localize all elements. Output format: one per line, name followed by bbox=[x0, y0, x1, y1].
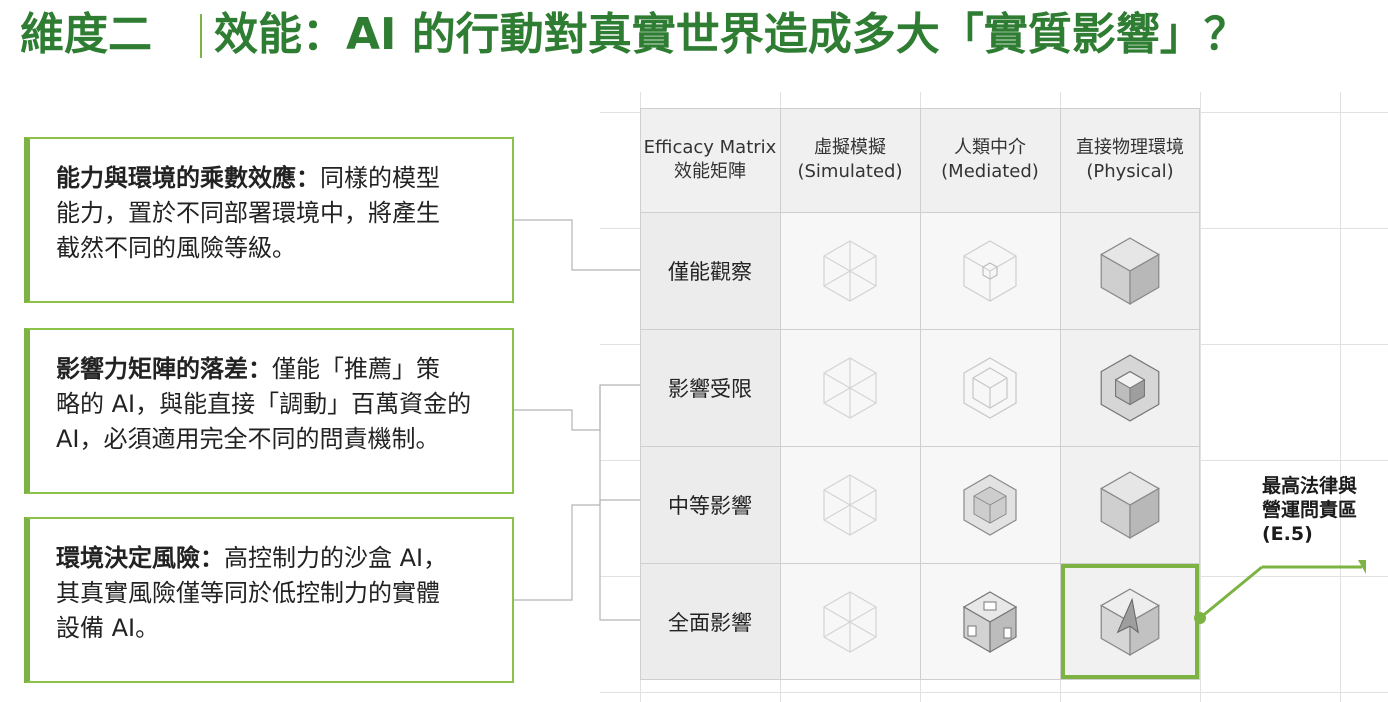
matrix-cell bbox=[780, 446, 920, 563]
column-line2: (Physical) bbox=[1086, 161, 1174, 182]
solid-cube-icon bbox=[1099, 470, 1161, 539]
box-text-line: 同樣的模型 bbox=[320, 164, 440, 192]
efficacy-matrix: Efficacy Matrix 效能矩陣 虛擬模擬 (Simulated) 人類… bbox=[640, 108, 1200, 680]
matrix-cell bbox=[780, 563, 920, 680]
cutaway-cube-icon bbox=[1100, 353, 1160, 422]
wireframe-cube-nested-icon bbox=[963, 356, 1017, 419]
column-line1: 直接物理環境 bbox=[1076, 137, 1184, 158]
grid-line bbox=[780, 108, 781, 680]
box-text-line: 能力，置於不同部署環境中，將產生 bbox=[56, 199, 440, 227]
wireframe-cube-inner-icon bbox=[963, 239, 1017, 302]
wireframe-cube-icon bbox=[823, 239, 877, 302]
title-part1: 維度二 bbox=[20, 9, 152, 60]
box-text-line: 設備 AI。 bbox=[56, 614, 160, 642]
grid-line bbox=[640, 108, 1200, 109]
callout-line: (E.5) bbox=[1262, 523, 1313, 545]
wireframe-cube-icon bbox=[823, 590, 877, 653]
title-divider bbox=[200, 14, 202, 58]
grid-line bbox=[920, 108, 921, 680]
matrix-corner-header: Efficacy Matrix 效能矩陣 bbox=[640, 108, 780, 212]
box-text-line: 其真實風險僅等同於低控制力的實體 bbox=[56, 579, 440, 607]
title-part2: 效能：AI 的行動對真實世界造成多大「實質影響」？ bbox=[214, 9, 1248, 60]
box-text-line: 略的 AI，與能直接「調動」百萬資金的 bbox=[56, 390, 472, 418]
grid-line bbox=[640, 563, 1200, 564]
column-header-mediated: 人類中介 (Mediated) bbox=[920, 108, 1060, 212]
corner-line2: 效能矩陣 bbox=[674, 161, 746, 182]
grid-line bbox=[640, 212, 1200, 213]
grid-line bbox=[1199, 108, 1200, 680]
matrix-cell bbox=[920, 329, 1060, 446]
box-text-line: 截然不同的風險等級。 bbox=[56, 234, 296, 262]
box-heading: 能力與環境的乘數效應： bbox=[56, 164, 320, 192]
matrix-cell bbox=[920, 446, 1060, 563]
row-label-limited: 影響受限 bbox=[640, 329, 780, 446]
column-header-physical: 直接物理環境 (Physical) bbox=[1060, 108, 1200, 212]
grid-line bbox=[1060, 108, 1061, 680]
grid-line bbox=[640, 108, 641, 680]
matrix-cell bbox=[920, 212, 1060, 329]
row-label-full: 全面影響 bbox=[640, 563, 780, 680]
corner-line1: Efficacy Matrix bbox=[643, 137, 777, 158]
matrix-cell bbox=[1060, 212, 1200, 329]
box-heading: 環境決定風險： bbox=[56, 544, 224, 572]
box-text-line: AI，必須適用完全不同的問責機制。 bbox=[56, 425, 440, 453]
shaded-nested-cube-icon bbox=[963, 473, 1017, 536]
column-line1: 虛擬模擬 bbox=[814, 137, 886, 158]
info-box-multiplier: 能力與環境的乘數效應：同樣的模型 能力，置於不同部署環境中，將產生 截然不同的風… bbox=[24, 137, 514, 303]
info-box-environment-risk: 環境決定風險：高控制力的沙盒 AI， 其真實風險僅等同於低控制力的實體 設備 A… bbox=[24, 517, 514, 683]
grid-line bbox=[640, 679, 1200, 680]
cut-cube-icon bbox=[962, 590, 1018, 653]
box-text-line: 僅能「推薦」策 bbox=[272, 355, 440, 383]
box-text-line: 高控制力的沙盒 AI， bbox=[224, 544, 448, 572]
matrix-cell bbox=[1060, 329, 1200, 446]
grid-line bbox=[640, 446, 1200, 447]
column-line2: (Mediated) bbox=[941, 161, 1039, 182]
wireframe-cube-icon bbox=[823, 473, 877, 536]
matrix-cell bbox=[780, 212, 920, 329]
grid-line bbox=[640, 329, 1200, 330]
row-label-observe: 僅能觀察 bbox=[640, 212, 780, 329]
matrix-cell bbox=[780, 329, 920, 446]
wireframe-cube-icon bbox=[823, 356, 877, 419]
box-heading: 影響力矩陣的落差： bbox=[56, 355, 272, 383]
callout-label: 最高法律與 營運問責區 (E.5) bbox=[1262, 474, 1357, 546]
solid-cube-icon bbox=[1099, 236, 1161, 305]
highlighted-cell bbox=[1060, 563, 1200, 680]
matrix-cell bbox=[920, 563, 1060, 680]
callout-line: 營運問責區 bbox=[1262, 499, 1358, 521]
cube-with-arrow-icon bbox=[1099, 587, 1161, 656]
column-header-simulated: 虛擬模擬 (Simulated) bbox=[780, 108, 920, 212]
row-label-moderate: 中等影響 bbox=[640, 446, 780, 563]
info-box-matrix-gap: 影響力矩陣的落差：僅能「推薦」策 略的 AI，與能直接「調動」百萬資金的 AI，… bbox=[24, 328, 514, 494]
callout-line: 最高法律與 bbox=[1262, 475, 1358, 497]
matrix-cell bbox=[1060, 446, 1200, 563]
column-line1: 人類中介 bbox=[954, 137, 1026, 158]
column-line2: (Simulated) bbox=[797, 161, 903, 182]
